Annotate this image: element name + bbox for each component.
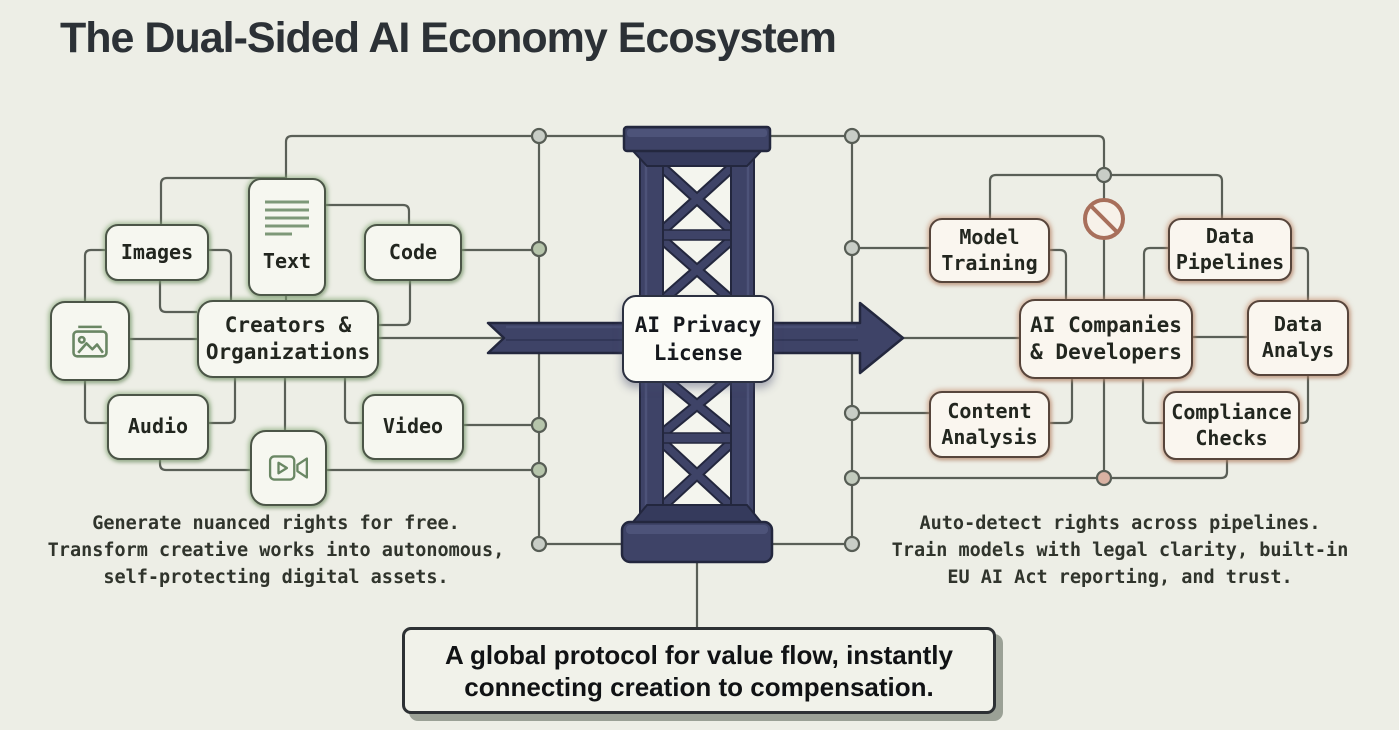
- junction-dots: [530, 127, 1113, 553]
- ai-privacy-license-box: AI Privacy License: [622, 295, 774, 383]
- creators-organizations-label: Creators & Organizations: [205, 313, 371, 364]
- junction-dot: [1095, 469, 1113, 487]
- junction-dot: [843, 239, 861, 257]
- audio-box: Audio: [107, 394, 209, 460]
- content-analysis-label: Content Analysis: [941, 398, 1038, 449]
- prohibition-icon: [1083, 198, 1125, 240]
- video-camera-icon: [268, 455, 308, 481]
- code-box: Code: [364, 224, 462, 281]
- code-label: Code: [388, 239, 438, 264]
- creators-organizations-box: Creators & Organizations: [197, 300, 379, 378]
- images-box: Images: [105, 224, 209, 281]
- page-title: The Dual-Sided AI Economy Ecosystem: [60, 14, 837, 62]
- left-description: Generate nuanced rights for free. Transf…: [47, 513, 505, 588]
- data-pipelines-label: Data Pipelines: [1175, 223, 1285, 274]
- model-training-label: Model Training: [941, 224, 1038, 275]
- right-description: Auto-detect rights across pipelines. Tra…: [891, 513, 1349, 588]
- data-pipelines-box: Data Pipelines: [1168, 218, 1292, 281]
- compliance-checks-label: Compliance Checks: [1171, 399, 1292, 450]
- image-icon-box: [50, 301, 130, 381]
- video-camera-icon-box: [250, 430, 327, 506]
- caption-box: A global protocol for value flow, instan…: [402, 627, 996, 714]
- junction-dot: [530, 461, 548, 479]
- model-training-box: Model Training: [929, 218, 1050, 283]
- compliance-checks-box: Compliance Checks: [1163, 391, 1300, 460]
- image-icon: [72, 325, 108, 358]
- video-label: Video: [382, 414, 444, 439]
- junction-dot: [843, 469, 861, 487]
- junction-dot: [530, 535, 548, 553]
- audio-label: Audio: [127, 414, 189, 439]
- text-box: Text: [248, 178, 326, 296]
- text-lines-icon: [265, 200, 309, 236]
- video-box: Video: [362, 394, 464, 460]
- junction-dot: [530, 416, 548, 434]
- ai-privacy-license-label: AI Privacy License: [634, 312, 762, 365]
- junction-dot: [843, 535, 861, 553]
- data-analysis-label: Data Analys: [1261, 312, 1335, 362]
- content-analysis-box: Content Analysis: [929, 391, 1050, 458]
- connector-lines: [83, 134, 1310, 627]
- caption-text: A global protocol for value flow, instan…: [445, 639, 953, 702]
- ai-companies-developers-box: AI Companies & Developers: [1019, 299, 1193, 379]
- ai-companies-developers-label: AI Companies & Developers: [1030, 313, 1182, 364]
- junction-dot: [530, 240, 548, 258]
- junction-dot: [843, 404, 861, 422]
- data-analysis-box: Data Analys: [1247, 300, 1349, 376]
- junction-dot: [1095, 166, 1113, 184]
- junction-dot: [530, 127, 548, 145]
- junction-dot: [843, 127, 861, 145]
- text-label: Text: [262, 249, 312, 274]
- images-label: Images: [120, 239, 194, 264]
